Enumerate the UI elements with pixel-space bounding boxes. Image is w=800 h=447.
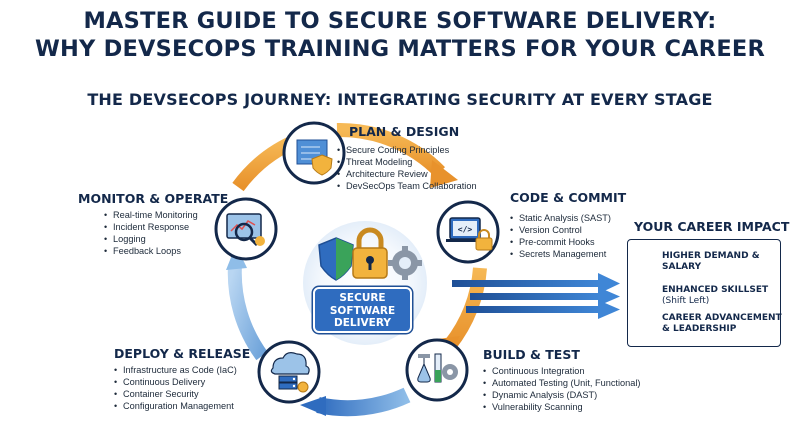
career-arrows <box>452 273 620 319</box>
list-item: Incident Response <box>104 221 228 233</box>
career-item-line1: CAREER ADVANCEMENT <box>662 313 782 323</box>
stage-deploy-release: DEPLOY & RELEASE Infrastructure as Code … <box>114 346 250 412</box>
career-item-line2: SALARY <box>662 262 702 272</box>
stage-build-test: BUILD & TEST Continuous Integration Auto… <box>483 347 640 413</box>
stage-plan-list: Secure Coding Principles Threat Modeling… <box>337 144 477 192</box>
center-label-line3: DELIVERY <box>334 317 391 329</box>
list-item: Pre-commit Hooks <box>510 236 626 248</box>
page-title-line1: MASTER GUIDE TO SECURE SOFTWARE DELIVERY… <box>83 8 717 34</box>
list-item: Vulnerability Scanning <box>483 401 640 413</box>
stage-code-title: CODE & COMMIT <box>510 190 627 205</box>
monitor-stage-icon <box>214 197 278 261</box>
list-item: Container Security <box>114 388 250 400</box>
shield-icon <box>318 237 354 281</box>
center-label-line2: SOFTWARE <box>329 304 396 317</box>
ring-segment-build-to-deploy <box>316 387 411 417</box>
stage-deploy-list: Infrastructure as Code (IaC) Continuous … <box>114 364 250 412</box>
list-item: Logging <box>104 233 228 245</box>
list-item: Architecture Review <box>337 168 477 180</box>
career-item-line2: (Shift Left) <box>662 296 710 306</box>
page-subtitle: THE DEVSECOPS JOURNEY: INTEGRATING SECUR… <box>87 90 713 109</box>
list-item: Continuous Integration <box>483 365 640 377</box>
list-item: Continuous Delivery <box>114 376 250 388</box>
deploy-stage-icon <box>257 340 321 404</box>
svg-text:</>: </> <box>458 225 473 234</box>
stage-code-commit: CODE & COMMIT Static Analysis (SAST) Ver… <box>510 190 626 260</box>
career-item-line1: ENHANCED SKILLSET <box>662 285 769 295</box>
stage-plan-title: PLAN & DESIGN <box>349 124 460 139</box>
list-item: Static Analysis (SAST) <box>510 212 626 224</box>
career-item-line1: HIGHER DEMAND & <box>662 251 760 261</box>
stage-monitor-list: Real-time Monitoring Incident Response L… <box>104 209 228 257</box>
stage-monitor-operate: MONITOR & OPERATE Real-time Monitoring I… <box>78 191 228 257</box>
list-item: Threat Modeling <box>337 156 477 168</box>
list-item: Automated Testing (Unit, Functional) <box>483 377 640 389</box>
stage-code-list: Static Analysis (SAST) Version Control P… <box>510 212 626 260</box>
padlock-icon <box>352 227 388 279</box>
center-secure-delivery-label: SECURE SOFTWARE DELIVERY <box>313 287 412 333</box>
stage-deploy-title: DEPLOY & RELEASE <box>114 346 251 361</box>
list-item: Secrets Management <box>510 248 626 260</box>
page-title-line2: WHY DEVSECOPS TRAINING MATTERS FOR YOUR … <box>35 36 765 62</box>
career-item-line2: & LEADERSHIP <box>662 324 737 334</box>
plan-stage-icon <box>282 121 346 185</box>
list-item: Secure Coding Principles <box>337 144 477 156</box>
list-item: Configuration Management <box>114 400 250 412</box>
list-item: Version Control <box>510 224 626 236</box>
ring-segment-deploy-to-monitor <box>227 264 268 361</box>
list-item: Dynamic Analysis (DAST) <box>483 389 640 401</box>
code-stage-icon: </> <box>436 200 500 264</box>
stage-plan-design: PLAN & DESIGN Secure Coding Principles T… <box>337 124 477 192</box>
stage-monitor-title: MONITOR & OPERATE <box>78 191 229 206</box>
center-label-line1: SECURE <box>339 292 386 304</box>
ring-arrowhead-deploy <box>300 396 326 416</box>
stage-build-list: Continuous Integration Automated Testing… <box>483 365 640 413</box>
career-impact-title: YOUR CAREER IMPACT <box>634 219 790 234</box>
list-item: Real-time Monitoring <box>104 209 228 221</box>
list-item: Infrastructure as Code (IaC) <box>114 364 250 376</box>
career-impact-panel <box>627 239 781 347</box>
list-item: DevSecOps Team Collaboration <box>337 180 477 192</box>
gear-icon <box>388 246 422 280</box>
stage-build-title: BUILD & TEST <box>483 347 580 362</box>
list-item: Feedback Loops <box>104 245 228 257</box>
build-stage-icon <box>405 338 469 402</box>
